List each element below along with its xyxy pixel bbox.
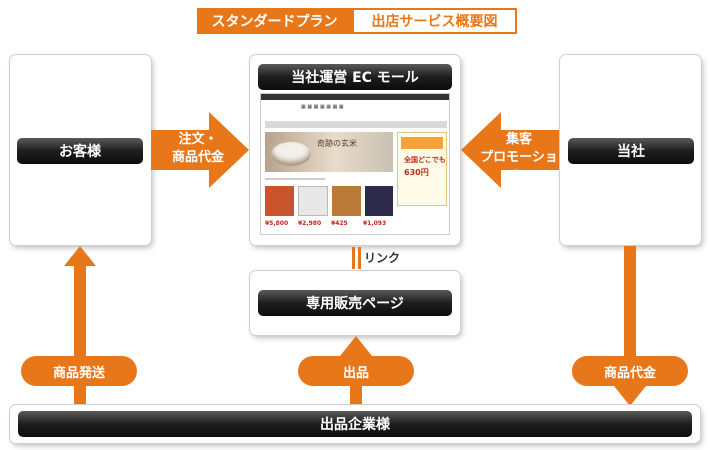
promotion-arrow (461, 112, 559, 188)
order-label-line1: 注文・ (178, 132, 218, 147)
product-thumb-wagashi (364, 186, 393, 216)
site-nav-bar (265, 121, 447, 128)
order-label: 注文・ 商品代金 (156, 131, 240, 167)
product-thumbnails (265, 186, 393, 216)
ec-mall-screenshot: ▦ ▦ ▦ ▦ ▦ ▦ ▦ 奇跡の玄米 全国どこでも 630円 ¥5,800 ¥… (260, 93, 450, 235)
listing-label: 出品 (298, 356, 414, 386)
link-label: リンク (364, 251, 401, 265)
shipping-label: 商品発送 (21, 356, 137, 386)
product-thumb-crab (265, 186, 294, 216)
promo-line1: 全国どこでも (404, 156, 446, 164)
ec-mall-label: 当社運営 EC モール (258, 64, 452, 90)
shipping-arrowhead (64, 246, 96, 266)
site-banner: 奇跡の玄米 (265, 132, 393, 172)
site-promo-panel: 全国どこでも 630円 (397, 132, 447, 206)
customer-label: お客様 (17, 138, 143, 164)
product-thumb-sake (297, 186, 328, 216)
product-price-3: ¥425 (331, 220, 348, 227)
rice-bowl-image (271, 142, 311, 166)
order-label-line2: 商品代金 (171, 150, 224, 165)
plan-title: スタンダードプラン (197, 8, 352, 34)
product-price-4: ¥1,093 (363, 220, 387, 227)
link-connector-2 (358, 247, 361, 269)
link-connector (352, 247, 355, 269)
promo-header (401, 137, 443, 149)
product-thumb-meal (332, 186, 361, 216)
payment-arrowhead (614, 386, 646, 406)
section-divider (265, 178, 325, 180)
company-label: 当社 (568, 138, 694, 164)
sales-page-label: 専用販売ページ (258, 290, 452, 316)
payment-label: 商品代金 (572, 356, 688, 386)
promotion-label: 集客 プロモーション (474, 131, 564, 185)
site-header-bar (261, 94, 449, 100)
listing-arrowhead (340, 336, 372, 356)
promo-line2: 630円 (404, 168, 429, 177)
product-price-2: ¥2,980 (298, 220, 322, 227)
banner-text: 奇跡の玄米 (317, 139, 357, 148)
site-logo: ▦ ▦ ▦ ▦ ▦ ▦ ▦ (301, 104, 344, 110)
diagram-subtitle: 出店サービス概要図 (352, 8, 517, 34)
payment-shaft (624, 246, 636, 388)
order-arrow (151, 112, 249, 188)
vendor-label: 出品企業様 (18, 411, 692, 437)
promotion-label-line1: 集客 (505, 132, 532, 147)
promotion-label-line2: プロモーション (480, 150, 558, 183)
product-price-1: ¥5,800 (265, 220, 289, 227)
